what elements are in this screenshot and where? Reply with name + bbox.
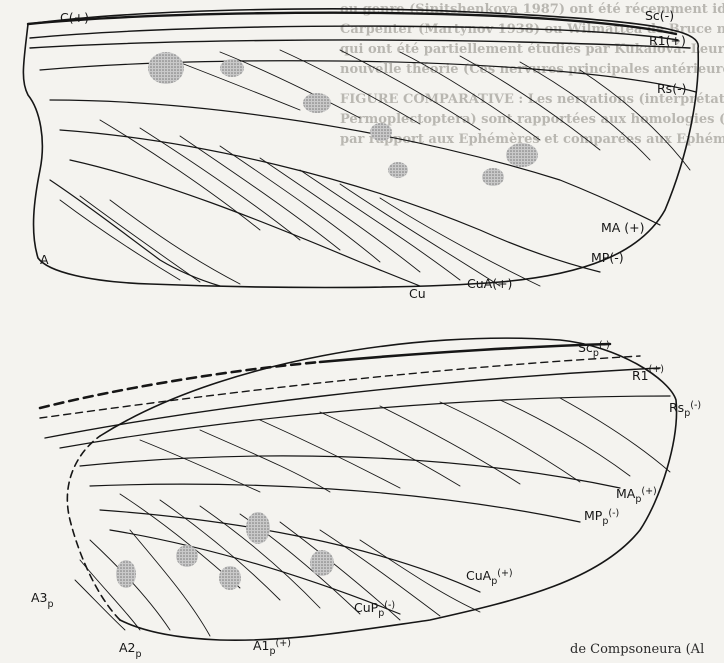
forewing-stipple-spots — [148, 52, 538, 186]
hindwing-label-cup: CuPp(-) — [354, 600, 395, 619]
hindwing-label-a3: A3p — [31, 590, 54, 610]
forewing-label-r1: R1(+) — [649, 33, 686, 48]
label-main: CuP — [354, 600, 379, 615]
hindwing-outline-solid — [100, 338, 677, 640]
label-tail: (+) — [276, 638, 291, 649]
hindwing-label-ma: MAp(+) — [616, 486, 657, 505]
forewing-label-mp: MP(-) — [591, 250, 624, 265]
forewing-labels: C(+) Sc(-) R1(+) Rs(-) MA (+) MP(-) A Cu… — [40, 8, 686, 301]
hindwing-cubitus-anterior — [100, 510, 480, 592]
hindwing-subcostal-dashed — [40, 356, 640, 418]
forewing-label-a: A — [40, 252, 49, 267]
hindwing — [40, 338, 677, 640]
hindwing-costa — [320, 344, 610, 362]
forewing-label-rs: Rs(-) — [657, 81, 686, 96]
hindwing-label-a2: A2p — [119, 640, 142, 660]
hindwing-label-mp: MPp(-) — [584, 508, 619, 527]
forewing-label-ma: MA (+) — [601, 220, 645, 235]
label-tail: (-) — [384, 600, 395, 611]
anal-vein — [50, 180, 220, 286]
caption-fragment: de Compsoneura (Al — [570, 642, 704, 657]
hindwing-label-sc: Scp(-) — [578, 340, 610, 359]
hindwing-label-rs: Rsp(-) — [669, 400, 701, 419]
forewing-label-sc: Sc(-) — [645, 8, 674, 23]
cubitus-vein — [70, 160, 420, 286]
radial-sector-vein — [40, 61, 696, 92]
label-main: MA — [616, 486, 636, 501]
label-tail: (-) — [599, 340, 610, 351]
label-main: A1 — [253, 638, 270, 653]
label-main: Sc — [578, 340, 593, 355]
label-main: MP — [584, 508, 603, 523]
hindwing-media-posterior — [90, 484, 580, 522]
label-main: Rs — [669, 400, 684, 415]
label-main: A3 — [31, 590, 48, 605]
hindwing-media-anterior — [80, 456, 620, 488]
hindwing-radial-sector — [60, 396, 670, 448]
forewing-label-c: C(+) — [60, 10, 89, 25]
label-sub: p — [136, 649, 142, 660]
media-anterior-vein — [50, 100, 660, 225]
label-sub: p — [48, 599, 54, 610]
forewing-label-cu: Cu — [409, 286, 426, 301]
label-main: A2 — [119, 640, 136, 655]
label-tail: (-) — [690, 400, 701, 411]
label-tail: (+) — [497, 568, 512, 579]
subcostal-vein — [30, 26, 678, 40]
label-tail: (+) — [649, 364, 664, 375]
label-main: CuA — [466, 568, 492, 583]
label-tail: (-) — [608, 508, 619, 519]
forewing — [23, 9, 698, 288]
label-tail: (+) — [641, 486, 656, 497]
hindwing-label-a1: A1p(+) — [253, 638, 291, 657]
hindwing-label-cua: CuAp(+) — [466, 568, 513, 587]
hindwing-label-r1: R1(+) — [632, 364, 664, 383]
radius-1-vein — [30, 40, 690, 48]
forewing-label-cua: CuA(+) — [467, 276, 512, 291]
label-main: R1 — [632, 368, 649, 383]
